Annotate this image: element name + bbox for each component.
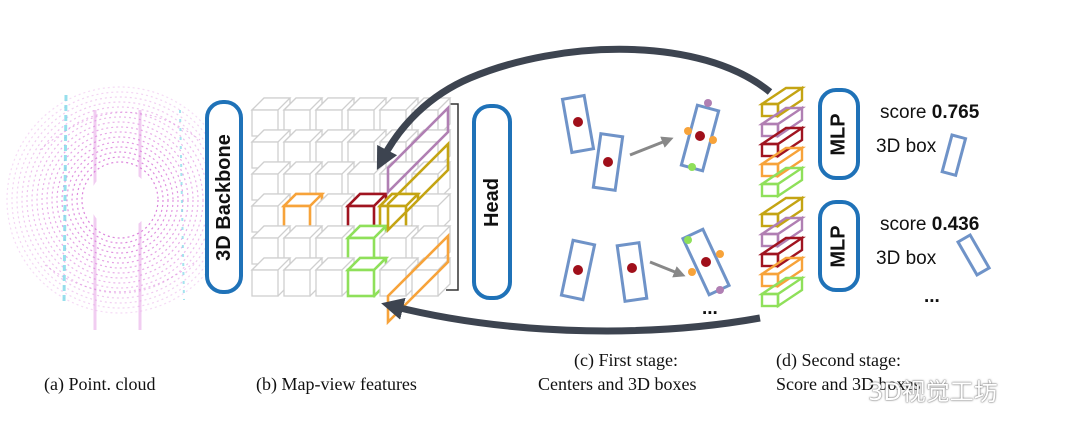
head-module: Head [472,104,512,300]
caption-d-line1: (d) Second stage: [776,350,901,370]
center-dot [573,265,583,275]
top-output: score 0.765 [880,102,979,124]
cyan-streak [62,94,68,306]
feature-stack-bottom-layer [760,272,780,288]
caption-a: (a) Point. cloud [44,374,156,394]
center-dot [573,117,583,127]
center-dot [704,99,712,107]
feature-stack-bottom-layer [760,212,780,228]
center-dot [709,136,717,144]
feature-stack-bottom-layer [760,232,780,248]
depth-bar [386,140,450,234]
center-dot [688,268,696,276]
watermark: 3D视觉工坊 [868,378,998,406]
bottom-score-value: 0.436 [931,214,980,235]
map-view-feature-grid [250,97,459,326]
center-dot [716,286,724,294]
top-score-label: score [880,102,927,123]
center-dot [695,131,705,141]
first-stage-boxes [559,93,732,303]
scan-ring [51,131,189,269]
output-box-icon-top [940,133,968,178]
center-dot [603,157,613,167]
refine-arrow [649,260,686,278]
feature-stack-top-layer [760,162,780,178]
feature-stack-top-layer [760,182,780,198]
bottom-score-label: score [880,214,927,235]
backbone-module: 3D Backbone [205,100,243,294]
feature-stack-bottom-layer [760,252,780,268]
proposal-box [559,238,597,302]
center-dot [684,127,692,135]
feature-cell [315,269,343,297]
feature-stack-top-layer [760,102,780,118]
feature-cell [346,268,376,298]
first-stage-ellipsis: ... [702,298,718,319]
bottom-box-label: 3D box [876,248,937,269]
feature-cell [251,269,279,297]
sensor-hole [90,170,150,230]
head-label: Head [480,177,503,227]
scan-ring [56,136,184,264]
center-dot [688,163,696,171]
feature-stack-top-layer [760,122,780,138]
second-stage-feature-stacks [758,85,806,309]
caption-c-line2: Centers and 3D boxes [538,374,697,394]
refine-arrow [629,136,674,157]
scan-ring [61,141,179,259]
mlp-module-bottom: MLP [818,200,860,292]
output-box-icon-bottom [955,232,992,277]
mlp-bottom-label: MLP [827,224,850,268]
proposal-box [615,241,649,303]
center-dot [716,250,724,258]
feedback-arrow-bottom [381,297,761,335]
center-dot [627,263,637,273]
point-cloud-image [6,86,234,330]
feature-cell [283,269,311,297]
scan-ring [71,151,169,249]
proposal-box [560,93,596,155]
proposal-box [591,132,625,192]
scan-ring [81,161,159,239]
top-score-value: 0.765 [931,102,980,123]
caption-c-line1: (c) First stage: [574,350,678,370]
scan-arc [39,111,201,151]
center-dot [701,257,711,267]
caption-b: (b) Map-view features [256,374,417,394]
outputs-ellipsis: ... [924,286,940,307]
feature-stack-bottom-layer [760,292,780,308]
scan-ring [46,126,194,274]
scan-ring [66,146,174,254]
mlp-module-top: MLP [818,88,860,180]
feature-stack-top-layer [760,142,780,158]
caption-d-line2: Score and 3D boxes [776,374,921,394]
top-box-label: 3D box [876,136,937,157]
scan-ring [36,116,204,284]
bottom-output: score 0.436 [880,214,979,236]
feedback-arrow-top [376,45,773,170]
feature-cell [411,269,439,297]
mlp-top-label: MLP [827,112,850,156]
center-dot [684,236,692,244]
backbone-label: 3D Backbone [212,133,235,261]
depth-bar [386,104,450,196]
scan-ring [76,156,164,244]
scan-ring [41,121,199,279]
